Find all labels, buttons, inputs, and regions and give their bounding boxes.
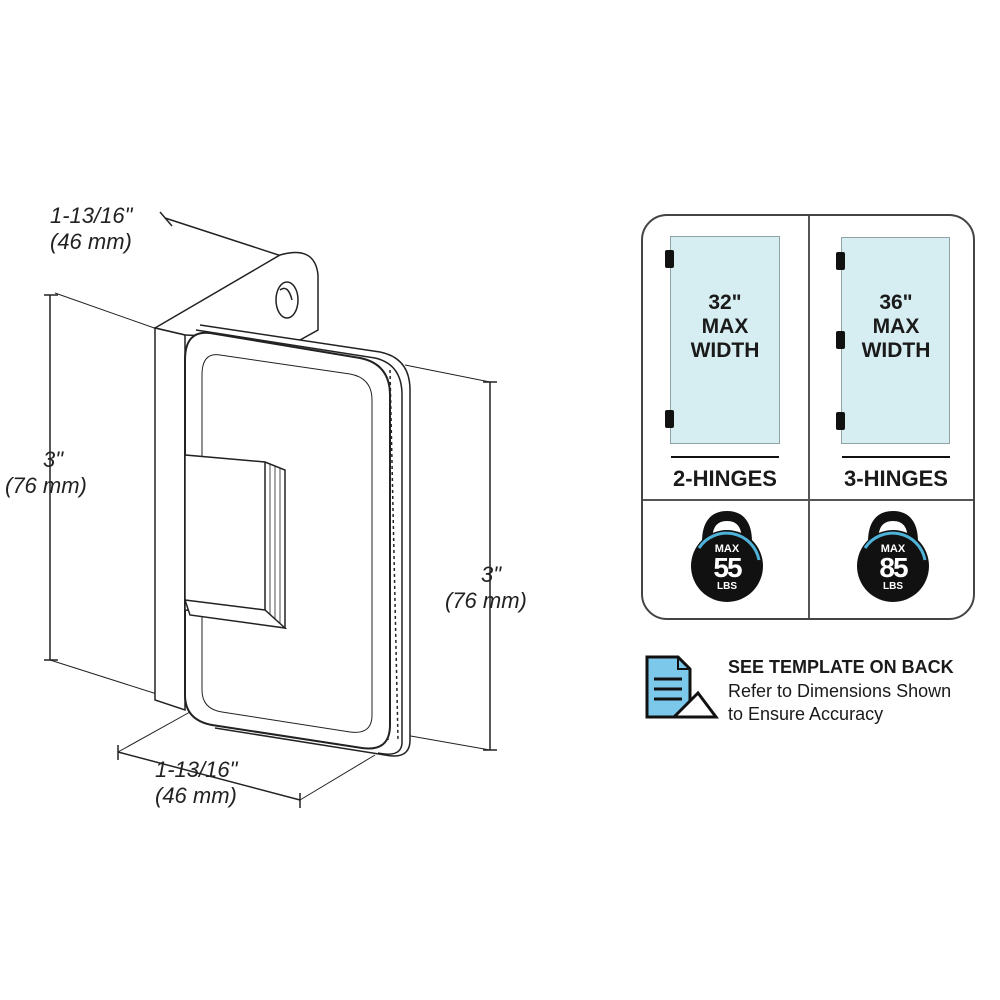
- weight-unit: LBS: [883, 581, 903, 592]
- width-value: 36": [879, 291, 913, 314]
- document-ruler-icon: [645, 655, 719, 719]
- width-text: WIDTH: [690, 339, 760, 362]
- panel-divider-horizontal: [643, 499, 973, 501]
- hinge-icon: [836, 412, 845, 430]
- hinge-icon: [836, 331, 845, 349]
- left-height-metric: (76 mm): [5, 473, 87, 498]
- hinge-icon: [665, 250, 674, 268]
- right-height-dimension: 3" (76 mm): [445, 562, 527, 614]
- top-depth-dimension: 1-13/16" (46 mm): [50, 203, 132, 255]
- weight-label: MAX 85 LBS: [863, 543, 923, 592]
- left-height-dimension: 3" (76 mm): [5, 447, 87, 499]
- template-note-line2: to Ensure Accuracy: [728, 704, 884, 724]
- max-text: MAX: [701, 315, 749, 338]
- top-depth-imperial: 1-13/16": [50, 203, 133, 228]
- right-height-metric: (76 mm): [445, 588, 527, 613]
- wall-plate: [152, 251, 319, 712]
- hinge-count-label: 3-HINGES: [844, 466, 948, 491]
- top-depth-metric: (46 mm): [50, 229, 132, 254]
- glass-door: [841, 237, 950, 444]
- width-arrow: [671, 456, 779, 458]
- width-value: 32": [708, 291, 742, 314]
- bottom-width-dimension: 1-13/16" (46 mm): [155, 757, 237, 809]
- weight-max-text: MAX: [714, 543, 740, 555]
- left-height-imperial: 3": [43, 447, 64, 472]
- hinge-icon: [836, 252, 845, 270]
- max-width-label: 32" MAX WIDTH: [670, 291, 780, 363]
- width-arrow: [842, 456, 950, 458]
- hinge-icon: [665, 410, 674, 428]
- max-text: MAX: [872, 315, 920, 338]
- right-height-imperial: 3": [481, 562, 502, 587]
- width-text: WIDTH: [861, 339, 931, 362]
- weight-max-text: MAX: [880, 543, 906, 555]
- template-note-line1: Refer to Dimensions Shown: [728, 681, 952, 701]
- weight-icon: [857, 510, 929, 602]
- weight-value: 55: [713, 552, 742, 583]
- pivot-block: [183, 454, 288, 630]
- hinge-body-front: [184, 331, 391, 750]
- hinge-count-label: 2-HINGES: [673, 466, 777, 491]
- bottom-width-imperial: 1-13/16": [155, 757, 238, 782]
- spec-panel: 32" MAX WIDTH 2-HINGES MAX 55 LBS 36" MA…: [641, 214, 975, 620]
- template-note-title: SEE TEMPLATE ON BACK: [728, 657, 954, 677]
- glass-door: [670, 236, 780, 444]
- hinge-drawing: [44, 211, 497, 808]
- dimension-lines: [44, 211, 497, 808]
- panel-divider-vertical: [808, 216, 810, 618]
- max-width-label: 36" MAX WIDTH: [841, 291, 951, 363]
- weight-value: 85: [879, 552, 908, 583]
- weight-icon: [691, 510, 763, 602]
- bottom-width-metric: (46 mm): [155, 783, 237, 808]
- weight-label: MAX 55 LBS: [697, 543, 757, 592]
- weight-unit: LBS: [717, 581, 737, 592]
